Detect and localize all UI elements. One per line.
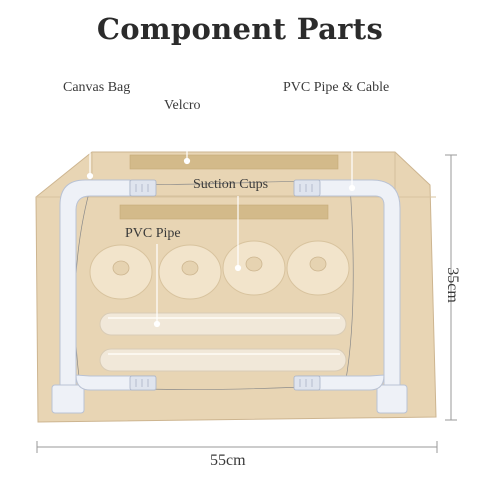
pipe-connector-top-right: [293, 179, 321, 197]
dimension-width: [36, 441, 438, 453]
suction-cup-3: [222, 240, 286, 296]
dimension-height-label: 35cm: [443, 267, 461, 303]
suction-cup-4: [286, 240, 350, 296]
leader-pvc-pipe: [153, 244, 161, 328]
label-velcro: Velcro: [164, 98, 201, 113]
leader-pvc-pipe-cable: [348, 100, 356, 192]
pvc-pipe-straight-2: [99, 348, 347, 372]
suction-cup-1: [89, 244, 153, 300]
label-pvc-pipe: PVC Pipe: [125, 226, 181, 241]
dimension-width-label: 55cm: [210, 452, 246, 469]
velcro-strip-top: [129, 154, 339, 170]
pipe-connector-bottom-right: [293, 375, 321, 391]
pvc-pipe-straight-1: [99, 312, 347, 336]
leader-canvas-bag: [86, 100, 94, 180]
leader-suction-cups: [234, 196, 242, 272]
label-canvas-bag: Canvas Bag: [63, 80, 131, 95]
pipe-connector-bottom-left: [129, 375, 157, 391]
dimension-height: [445, 154, 457, 421]
pipe-connector-top-left: [129, 179, 157, 197]
label-pvc-pipe-cable: PVC Pipe & Cable: [283, 80, 390, 95]
leader-velcro: [183, 118, 191, 165]
label-suction-cups: Suction Cups: [193, 177, 269, 192]
suction-cup-2: [158, 244, 222, 300]
velcro-strip-inner: [119, 204, 329, 220]
page-title: Component Parts: [96, 12, 384, 46]
